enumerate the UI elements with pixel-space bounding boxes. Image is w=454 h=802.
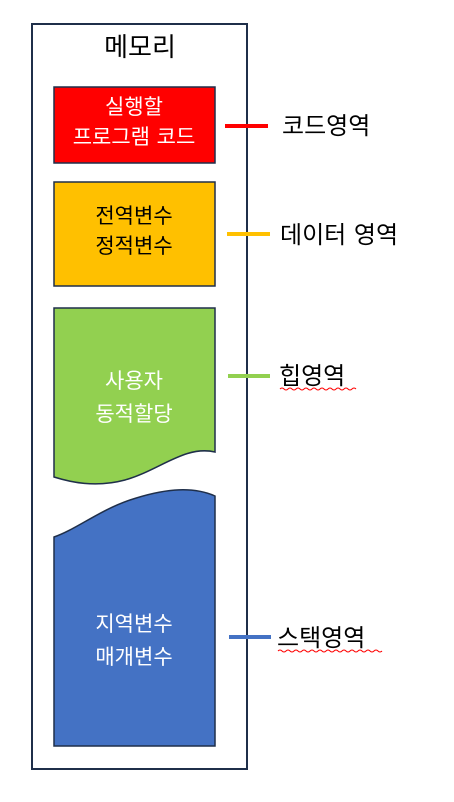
heap-segment-shape (53, 307, 216, 485)
memory-title: 메모리 (104, 33, 176, 63)
heap-region-label: 힙영역 (279, 362, 345, 390)
heap-segment-line-1: 사용자 (105, 369, 163, 393)
data-segment-box (53, 181, 216, 287)
data-region-label: 데이터 영역 (280, 221, 398, 249)
stack-segment-line-1: 지역변수 (95, 612, 172, 636)
stack-label-spellcheck-underline (277, 649, 383, 653)
heap-label-spellcheck-underline (279, 387, 357, 391)
data-segment-line-2: 정적변수 (95, 234, 172, 258)
heap-segment-line-2: 동적할당 (95, 402, 172, 426)
code-region-label: 코드영역 (282, 112, 370, 140)
code-segment-line-2: 프로그램 코드 (73, 125, 196, 149)
stack-segment-shape (53, 489, 216, 747)
code-segment-line-1: 실행할 (105, 95, 163, 119)
stack-segment-line-2: 매개변수 (95, 645, 172, 669)
code-segment-box (53, 86, 216, 164)
stack-region-label: 스택영역 (277, 624, 365, 652)
data-segment-line-1: 전역변수 (95, 204, 172, 228)
